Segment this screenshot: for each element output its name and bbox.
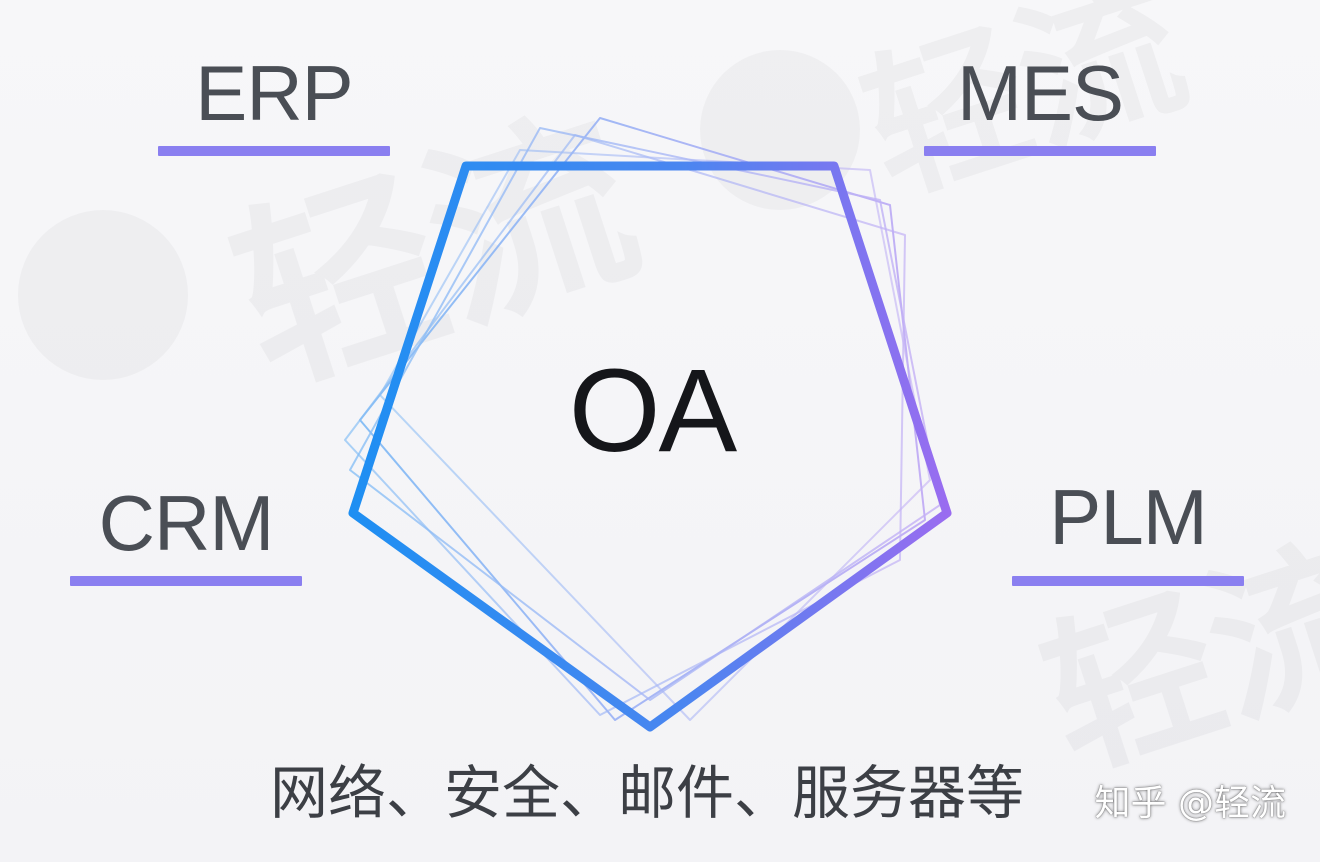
crm-label: CRM bbox=[98, 479, 275, 567]
mes-label: MES bbox=[956, 49, 1124, 137]
erp-underline bbox=[158, 146, 390, 156]
attribution-watermark: 知乎 @轻流 bbox=[1094, 783, 1286, 824]
erp-label: ERP bbox=[195, 49, 353, 137]
center-system-label: OA bbox=[568, 345, 738, 477]
mes-underline bbox=[924, 146, 1156, 156]
caption-text: 网络、安全、邮件、服务器等 bbox=[270, 759, 1025, 827]
crm-underline bbox=[70, 576, 302, 586]
oa-pentagon-outline bbox=[348, 161, 952, 732]
plm-label: PLM bbox=[1049, 473, 1207, 561]
plm-underline bbox=[1012, 576, 1244, 586]
